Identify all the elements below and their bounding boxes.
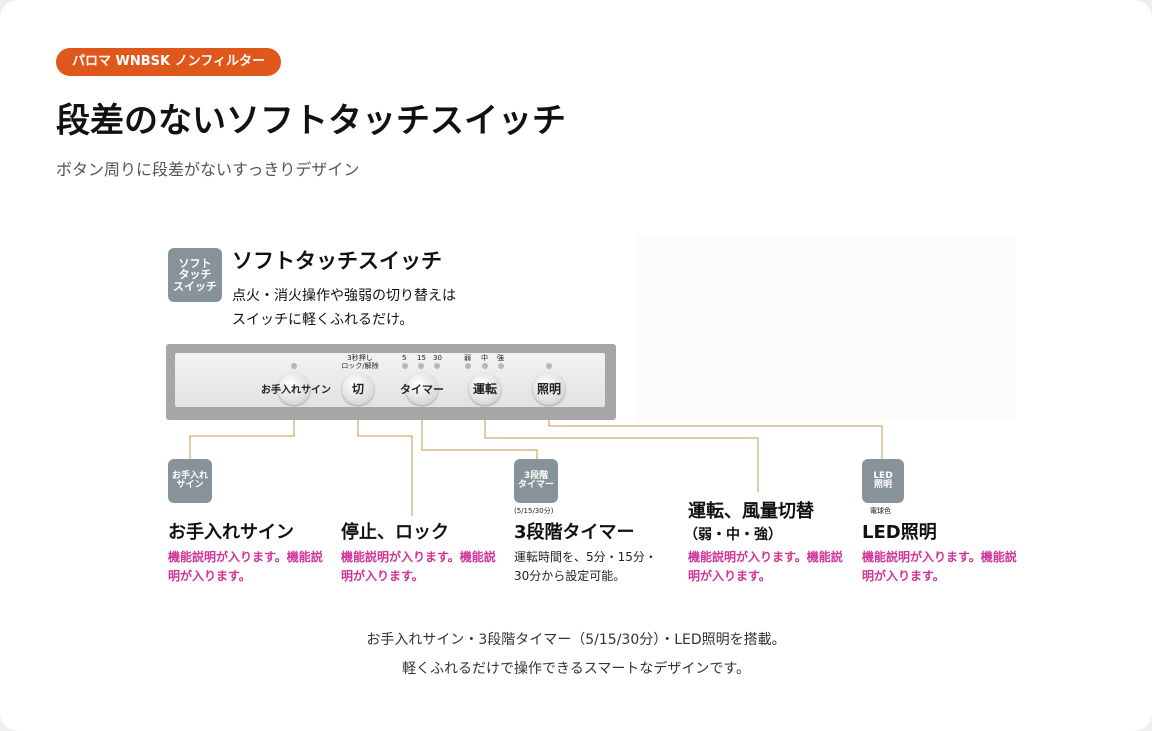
care-sign-label: お手入れサイン: [261, 385, 331, 396]
care-sign-button[interactable]: [278, 373, 310, 405]
feature-title-timer: 3段階タイマー: [514, 522, 635, 543]
page-title: 段差のないソフトタッチスイッチ: [56, 101, 566, 141]
lock-note-line: ロック/解除: [341, 362, 379, 370]
lock-note-line: 3秒押し: [347, 354, 373, 362]
feature-desc-stop: 機能説明が入ります。機能説明が入ります。: [341, 550, 496, 583]
soft-touch-badge-text: ソフト タッチ スイッチ: [173, 256, 217, 293]
timer-led-15: [418, 363, 424, 369]
footer-line: お手入れサイン・3段階タイマー（5/15/30分）・LED照明を搭載。: [366, 632, 786, 648]
care-badge-text: お手入れ サイン: [171, 470, 208, 490]
led-badge-text: LED 照明: [873, 470, 893, 490]
care-badge: お手入れ サイン: [168, 459, 212, 503]
light-button[interactable]: [533, 373, 565, 405]
control-panel: 3秒押し ロック/解除 5 15 30 弱 中 強: [166, 344, 616, 420]
product-tag: パロマ WNBSK ノンフィルター: [56, 48, 281, 76]
strength-mark-weak: 弱: [464, 354, 471, 362]
feature-desc-led: 機能説明が入ります。機能説明が入ります。: [862, 550, 1017, 583]
timer-badge: 3段階 タイマー: [514, 459, 558, 503]
timer-mark-15: 15: [417, 354, 426, 362]
run-label: 運転: [472, 382, 497, 396]
timer-mark-30: 30: [433, 354, 442, 362]
switch-description: 点火・消火操作や強弱の切り替えは スイッチに軽くふれるだけ。: [232, 284, 456, 332]
leader-run: [484, 420, 759, 492]
switch-heading: ソフトタッチスイッチ: [232, 249, 442, 273]
feature-title-run: 運転、風量切替: [688, 501, 814, 522]
run-button[interactable]: [469, 373, 501, 405]
strength-mark-strong: 強: [497, 354, 504, 362]
control-panel-face: 3秒押し ロック/解除 5 15 30 弱 中 強: [175, 353, 605, 407]
led-badge: LED 照明: [862, 459, 904, 503]
timer-badge-text: 3段階 タイマー: [517, 470, 554, 490]
strength-led-weak: [465, 363, 471, 369]
leader-light: [548, 420, 883, 460]
strength-led-mid: [482, 363, 488, 369]
strength-mark-mid: 中: [481, 354, 488, 362]
product-photo: [636, 236, 1016, 420]
leader-timer: [421, 420, 538, 460]
lock-note: 3秒押し ロック/解除: [337, 354, 383, 370]
off-button[interactable]: [342, 373, 374, 405]
timer-led-30: [434, 363, 440, 369]
page-subtitle: ボタン周りに段差がないすっきりデザイン: [56, 160, 360, 179]
leader-care: [189, 420, 295, 460]
soft-touch-badge: ソフト タッチ スイッチ: [168, 248, 222, 302]
timer-led-5: [402, 363, 408, 369]
light-indicator-led: [546, 363, 552, 369]
feature-title-care: お手入れサイン: [168, 522, 294, 543]
feature-title-stop: 停止、ロック: [341, 522, 449, 543]
strength-led-strong: [498, 363, 504, 369]
footer-line: 軽くふれるだけで操作できるスマートなデザインです。: [402, 661, 750, 677]
feature-title-led: LED照明: [862, 522, 937, 543]
care-indicator-led: [291, 363, 297, 369]
leader-stop: [357, 420, 413, 516]
timer-mark-5: 5: [402, 354, 407, 362]
light-label: 照明: [536, 382, 561, 396]
feature-sub-run: （弱・中・強）: [684, 527, 782, 543]
feature-desc-care: 機能説明が入ります。機能説明が入ります。: [168, 550, 323, 583]
timer-button[interactable]: [406, 373, 438, 405]
switch-description-line: スイッチに軽くふれるだけ。: [232, 312, 414, 328]
feature-desc-timer: 運転時間を、5分・15分・30分から設定可能。: [514, 550, 657, 583]
feature-desc-run: 機能説明が入ります。機能説明が入ります。: [688, 550, 843, 583]
timer-label: タイマー: [400, 383, 444, 396]
led-badge-note: 電球色: [870, 507, 891, 515]
switch-description-line: 点火・消火操作や強弱の切り替えは: [232, 288, 456, 304]
off-label: 切: [351, 382, 364, 396]
timer-badge-note: (5/15/30分): [514, 507, 554, 515]
